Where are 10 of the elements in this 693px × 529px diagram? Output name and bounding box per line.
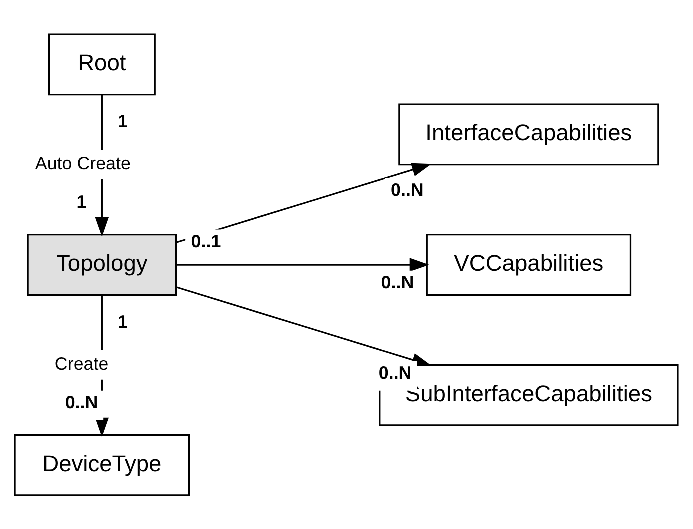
edge-label: Auto Create — [35, 152, 131, 173]
label: 0..N — [65, 392, 98, 412]
label: 0..N — [381, 272, 414, 292]
label: 0..N — [391, 180, 424, 200]
label: 0..1 — [191, 230, 222, 251]
label: 1 — [118, 312, 128, 332]
label: 1 — [76, 192, 87, 212]
label: 0..N — [378, 362, 412, 383]
label: 1 — [118, 111, 128, 132]
edge-label: Create — [54, 353, 109, 374]
